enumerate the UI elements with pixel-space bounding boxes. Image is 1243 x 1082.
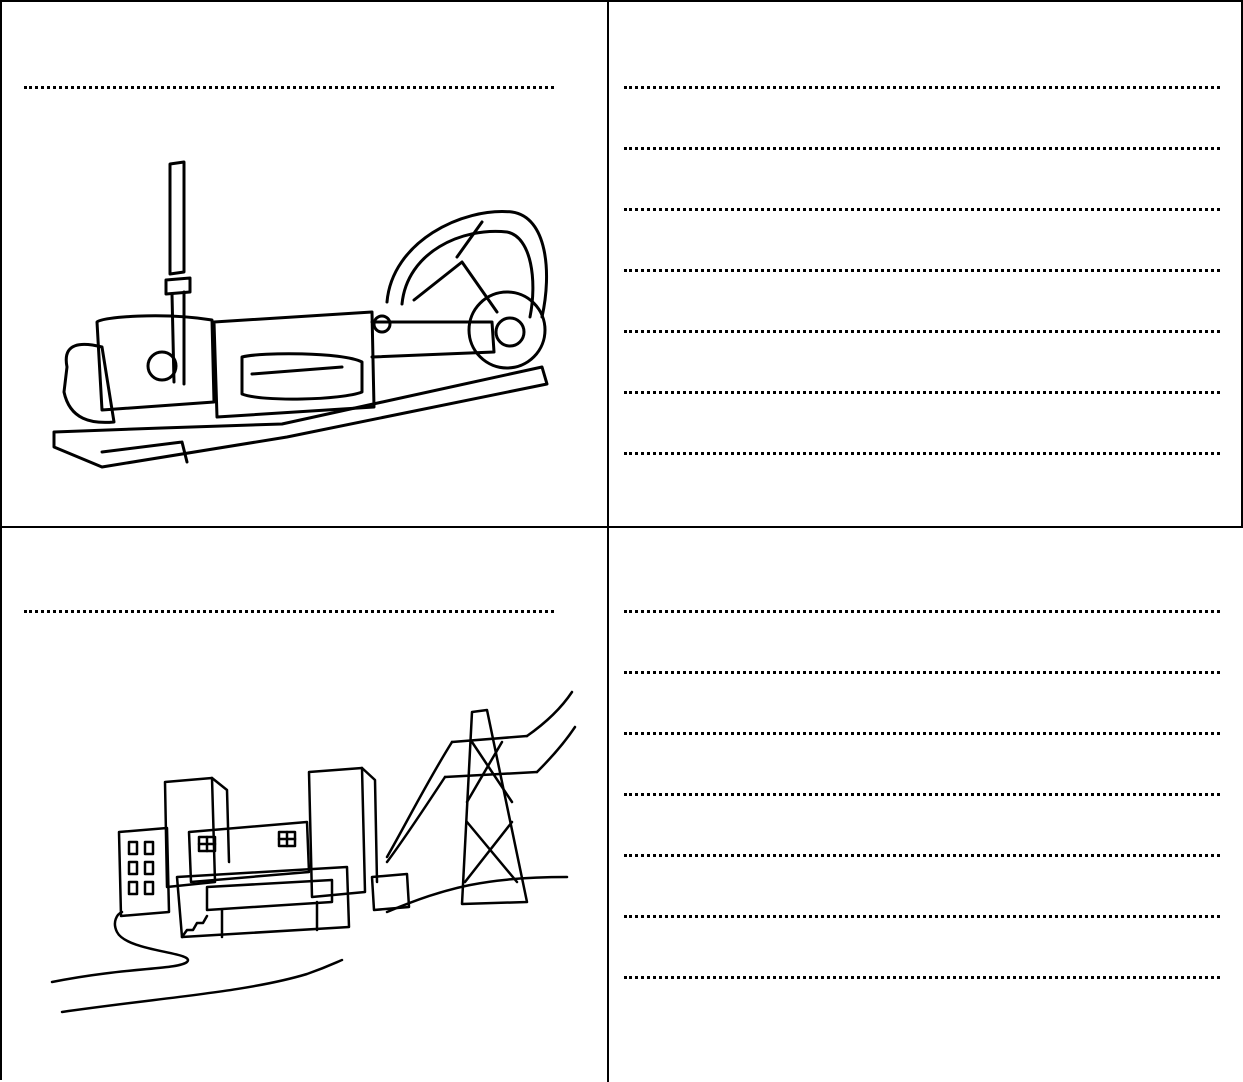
column-divider	[607, 2, 609, 1082]
title-line-steam-engine[interactable]	[24, 86, 554, 89]
answer-line[interactable]	[624, 732, 1220, 735]
answer-line[interactable]	[624, 269, 1220, 272]
steam-engine-drawing	[42, 152, 562, 482]
answer-line[interactable]	[624, 452, 1220, 455]
answer-line[interactable]	[624, 976, 1220, 979]
answer-line[interactable]	[624, 330, 1220, 333]
title-line-power-station[interactable]	[24, 610, 554, 613]
answer-line[interactable]	[624, 208, 1220, 211]
answer-line[interactable]	[624, 86, 1220, 89]
answer-line[interactable]	[624, 854, 1220, 857]
power-station-drawing	[47, 682, 577, 1022]
answer-line[interactable]	[624, 915, 1220, 918]
answer-line[interactable]	[624, 391, 1220, 394]
row-divider	[2, 526, 1243, 528]
answer-line[interactable]	[624, 671, 1220, 674]
answer-line[interactable]	[624, 793, 1220, 796]
answer-line[interactable]	[624, 147, 1220, 150]
right-border	[1241, 2, 1243, 528]
answer-line[interactable]	[624, 610, 1220, 613]
